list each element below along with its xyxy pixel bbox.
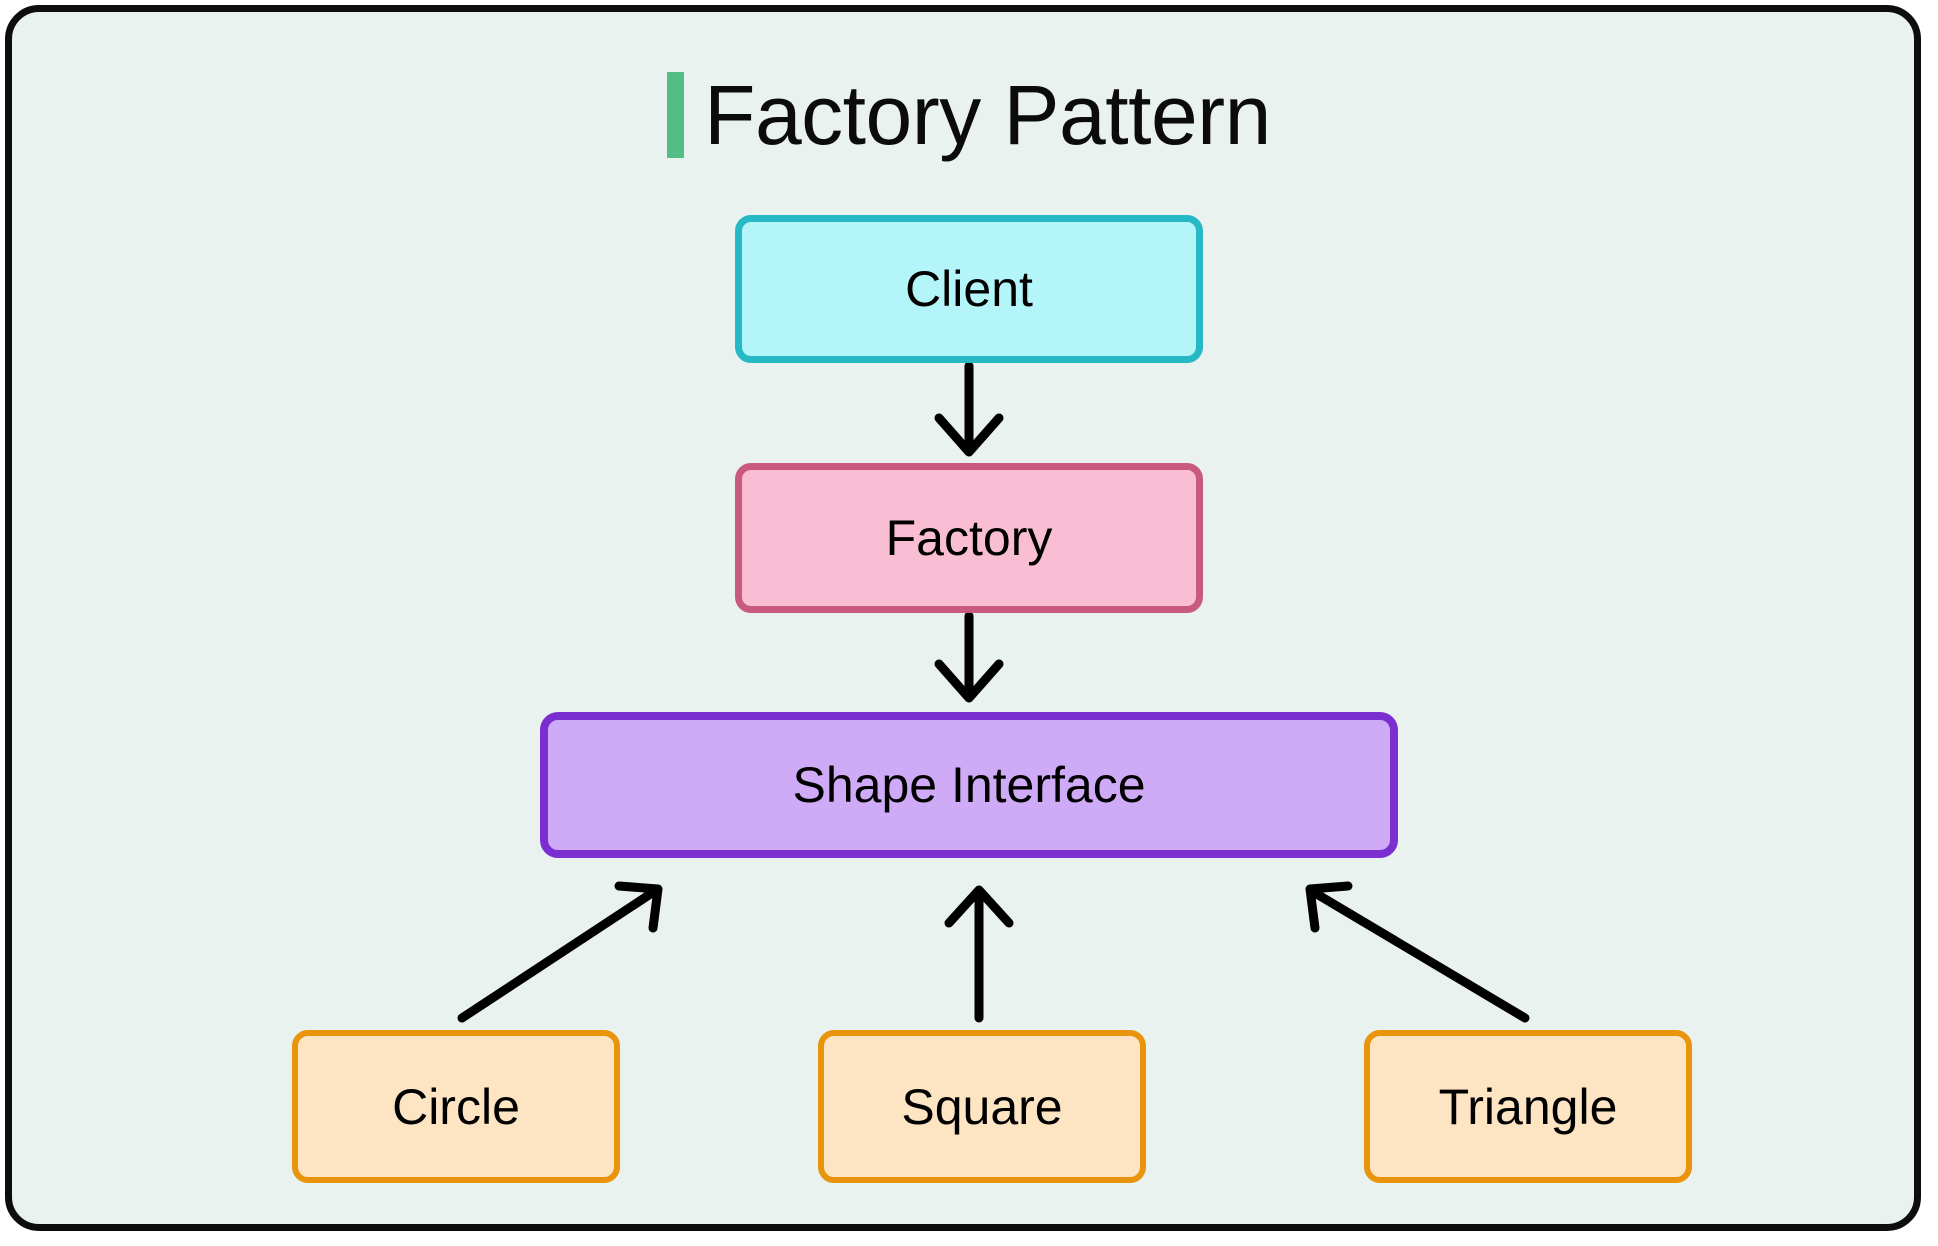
node-factory[interactable]: Factory — [735, 463, 1203, 613]
node-factory-label: Factory — [885, 510, 1053, 566]
node-square[interactable]: Square — [818, 1030, 1146, 1183]
node-client-label: Client — [905, 261, 1033, 317]
node-shape-interface-label: Shape Interface — [792, 757, 1146, 813]
node-square-label: Square — [901, 1078, 1063, 1135]
page-title: Factory Pattern — [704, 68, 1271, 162]
node-shape-interface[interactable]: Shape Interface — [540, 712, 1398, 858]
diagram-frame — [5, 5, 1921, 1231]
title-accent-bar — [667, 72, 685, 158]
node-triangle[interactable]: Triangle — [1364, 1030, 1692, 1183]
node-client[interactable]: Client — [735, 215, 1203, 363]
node-circle-label: Circle — [392, 1078, 520, 1135]
diagram-title: Factory Pattern — [0, 55, 1938, 175]
node-triangle-label: Triangle — [1438, 1078, 1618, 1135]
node-circle[interactable]: Circle — [292, 1030, 620, 1183]
